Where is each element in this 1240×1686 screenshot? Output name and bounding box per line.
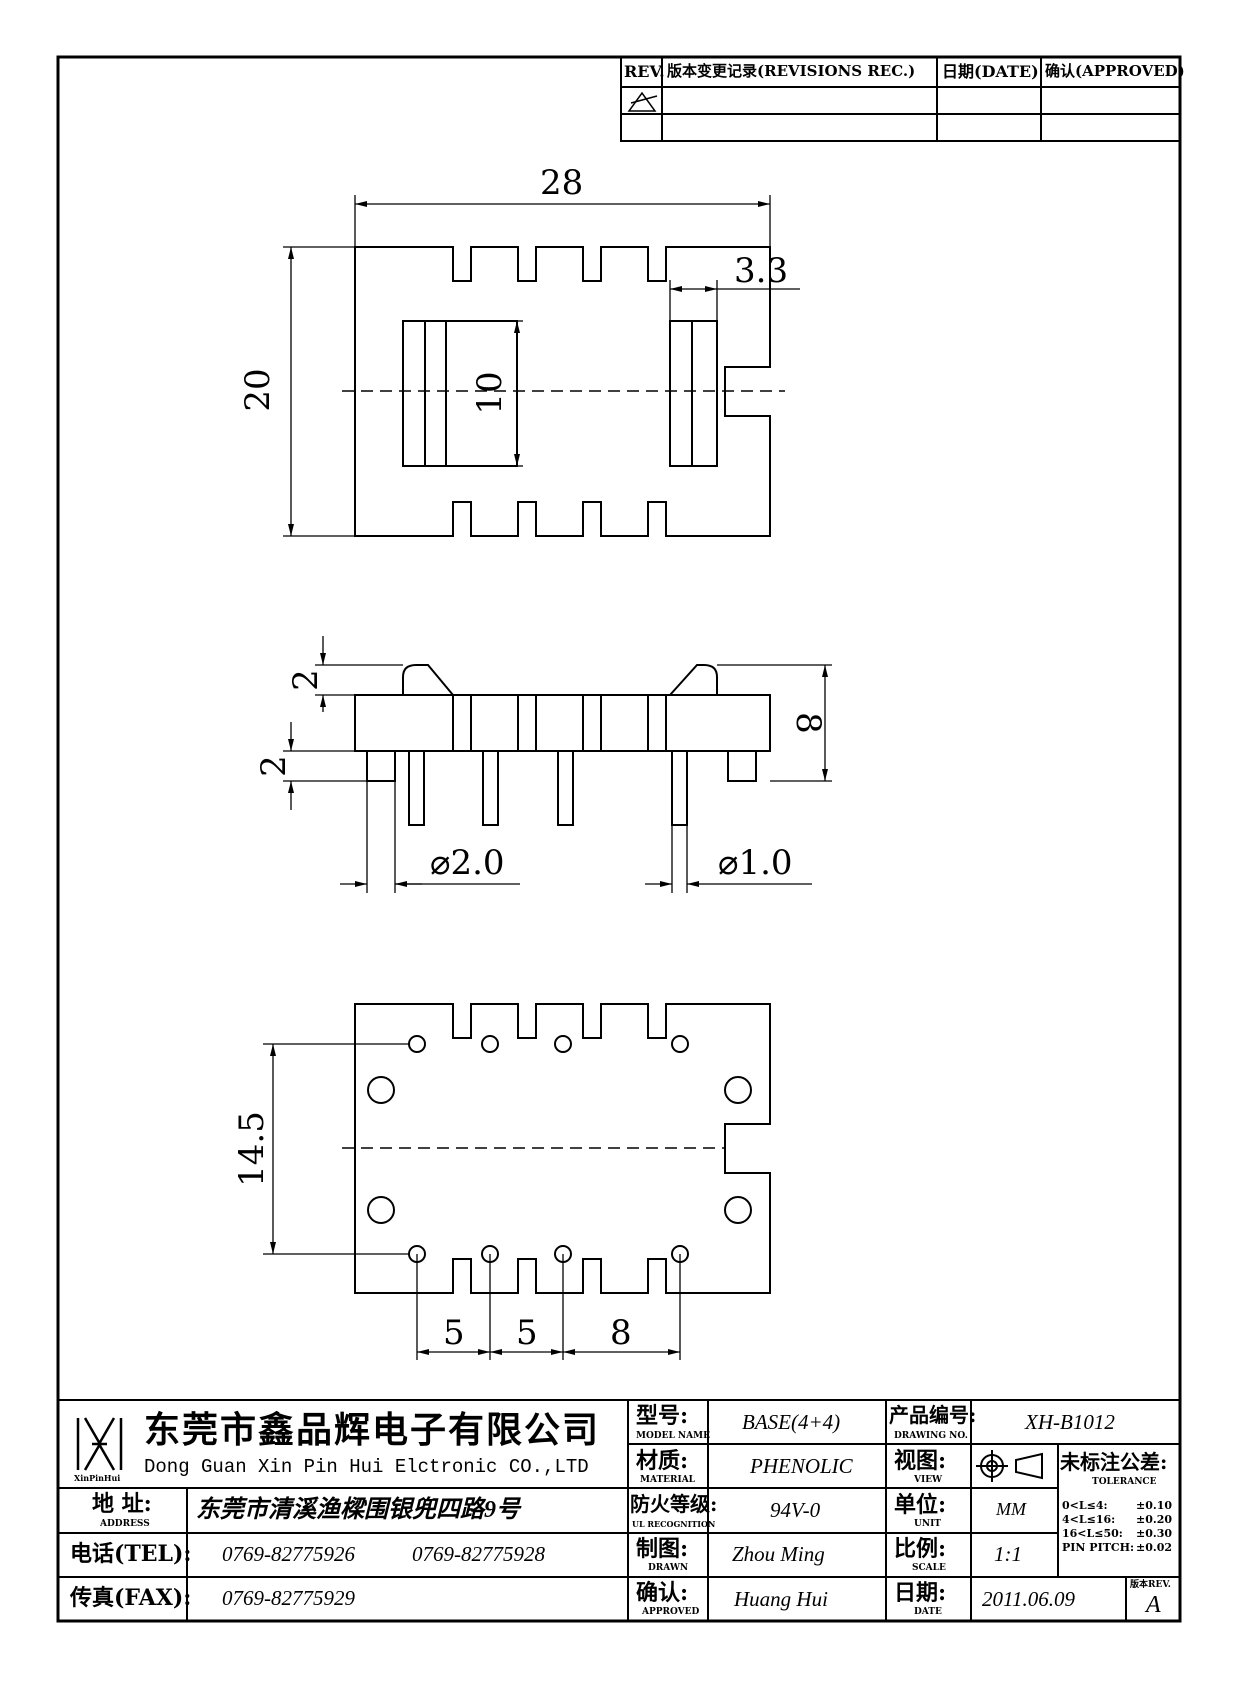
company-name-en: Dong Guan Xin Pin Hui Elctronic CO.,LTD (144, 1456, 589, 1478)
bottom-view-dimensions (263, 1043, 681, 1360)
scale-sub: SCALE (912, 1563, 946, 1573)
approved-label: 确认: (636, 1580, 689, 1606)
model-label: 型号: (636, 1403, 689, 1429)
side-view-dimensions (283, 636, 832, 893)
dim-side-big-pin: ⌀2.0 (430, 843, 505, 883)
drawing-no-value: XH-B1012 (1025, 1410, 1115, 1434)
model-value: BASE(4+4) (742, 1410, 841, 1434)
revision-delta-icon (627, 91, 658, 112)
tolerance-value-1: ±0.10 (1136, 1499, 1173, 1512)
tolerance-label: 未标注公差: (1060, 1450, 1168, 1474)
unit-label: 单位: (894, 1492, 947, 1518)
fax-label: 传真(FAX): (70, 1585, 192, 1611)
company-name-cn: 东莞市鑫品辉电子有限公司 (144, 1409, 601, 1451)
address-value: 东莞市清溪渔樑围银兜四路9号 (196, 1497, 520, 1523)
fax-value: 0769-82775929 (222, 1586, 355, 1610)
dim-bottom-span: 14.5 (232, 1111, 272, 1187)
address-label: 地 址: (92, 1491, 152, 1517)
approved-value: Huang Hui (734, 1587, 828, 1611)
approved-header: 确认(APPROVED) (1045, 62, 1185, 80)
rev-label: 版本REV. (1130, 1580, 1171, 1590)
drawing-no-label: 产品编号: (889, 1403, 977, 1427)
fire-sub: UL RECOGNITION (632, 1519, 716, 1529)
unit-value: MM (996, 1499, 1026, 1519)
view-sub: VIEW (914, 1475, 943, 1485)
tolerance-value-2: ±0.20 (1136, 1513, 1173, 1526)
logo-text: XinPinHui (74, 1473, 121, 1483)
rev-header: REV. (624, 62, 665, 81)
dim-bottom-pitch-3: 8 (610, 1313, 632, 1353)
side-view (354, 664, 771, 826)
tolerance-value-4: ±0.02 (1136, 1541, 1173, 1554)
dim-bottom-pitch-1: 5 (443, 1313, 465, 1353)
date-sub: DATE (914, 1607, 942, 1617)
fire-label: 防火等级: (630, 1492, 718, 1516)
scale-label: 比例: (894, 1536, 947, 1562)
fire-value: 94V-0 (770, 1498, 821, 1522)
date-header: 日期(DATE) (942, 62, 1039, 81)
tolerance-range-4: PIN PITCH: (1062, 1541, 1135, 1554)
dim-top-slot: 3.3 (734, 251, 789, 291)
date-label: 日期: (894, 1580, 947, 1606)
dim-side-height: 8 (788, 712, 828, 734)
drawn-sub: DRAWN (648, 1563, 689, 1573)
unit-sub: UNIT (914, 1519, 941, 1529)
dim-bottom-pitch-2: 5 (516, 1313, 538, 1353)
address-sub: ADDRESS (100, 1519, 150, 1529)
tel-value-1: 0769-82775926 (222, 1542, 355, 1566)
dim-side-bottom-2: 2 (254, 755, 294, 777)
tolerance-value-3: ±0.30 (1136, 1527, 1173, 1540)
drawn-label: 制图: (636, 1536, 689, 1562)
bottom-view (342, 1003, 771, 1294)
material-value: PHENOLIC (750, 1454, 853, 1478)
rev-value: A (1146, 1592, 1161, 1618)
approved-sub: APPROVED (642, 1607, 700, 1617)
view-projection-icon (976, 1450, 1043, 1482)
view-label: 视图: (894, 1448, 947, 1474)
tolerance-sub: TOLERANCE (1092, 1477, 1157, 1487)
tolerance-range-1: 0<L≤4: (1062, 1499, 1108, 1512)
revision-table (620, 56, 1181, 142)
material-label: 材质: (636, 1448, 689, 1474)
logo (76, 1417, 123, 1471)
dim-top-inner: 10 (470, 371, 510, 415)
dim-top-height: 20 (238, 368, 278, 412)
date-value: 2011.06.09 (982, 1587, 1075, 1611)
tolerance-range-3: 16<L≤50: (1062, 1527, 1123, 1540)
drawing-frame (56, 55, 1182, 1623)
material-sub: MATERIAL (640, 1475, 696, 1485)
title-block-grid (57, 1399, 1181, 1622)
top-view (342, 246, 785, 537)
dim-top-width: 28 (540, 163, 584, 203)
scale-value: 1:1 (994, 1542, 1022, 1566)
tel-label: 电话(TEL): (70, 1541, 192, 1567)
dim-side-top-2: 2 (286, 669, 326, 691)
tolerance-range-2: 4<L≤16: (1062, 1513, 1116, 1526)
drawing-no-sub: DRAWING NO. (894, 1431, 968, 1441)
dim-side-small-pin: ⌀1.0 (718, 843, 793, 883)
top-view-dimensions (283, 195, 800, 537)
revisions-record-header: 版本变更记录(REVISIONS REC.) (667, 62, 916, 80)
drawn-value: Zhou Ming (732, 1542, 825, 1566)
tel-value-2: 0769-82775928 (412, 1542, 545, 1566)
model-sub: MODEL NAME (636, 1431, 710, 1441)
